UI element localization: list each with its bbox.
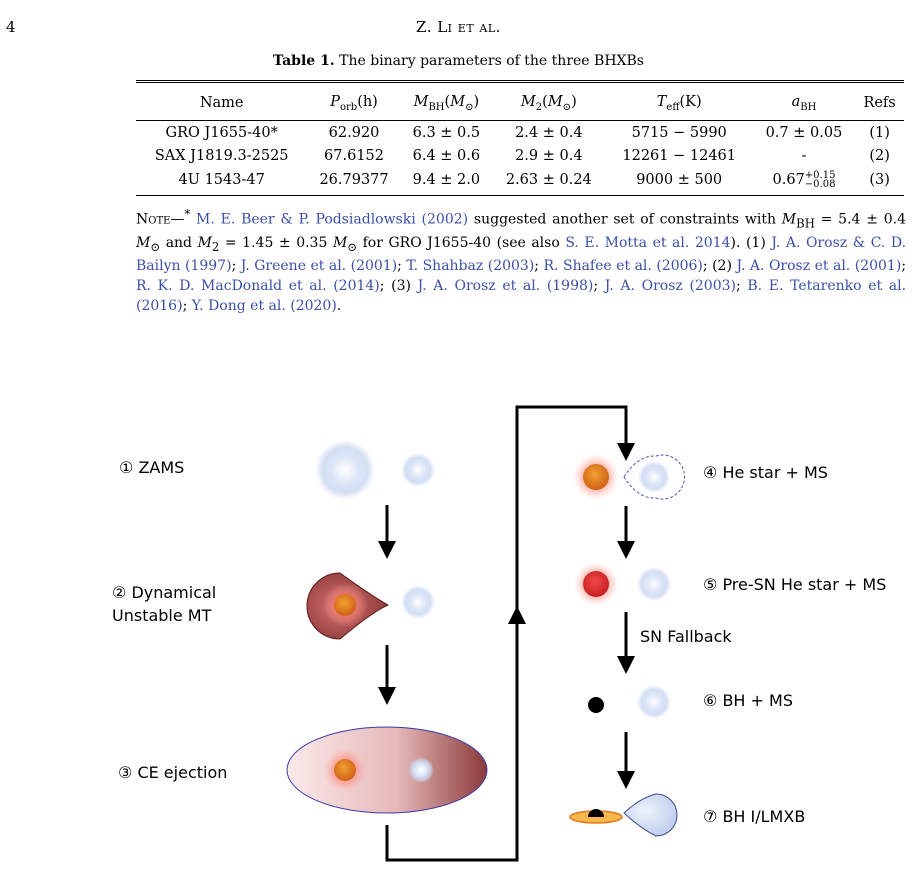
cell-abh: 0.7 ± 0.05 — [765, 124, 843, 141]
cell-refs: (2) — [869, 147, 890, 164]
table-note: Note—* M. E. Beer & P. Podsiadlowski (20… — [136, 207, 907, 314]
page-number: 4 — [6, 18, 16, 36]
stage1-label: ① ZAMS — [119, 458, 184, 477]
cell-refs: (3) — [869, 171, 890, 188]
note-text: suggested another set of constraints wit… — [473, 211, 776, 228]
ref-tetarenko[interactable]: B. E. Tetarenko et al. (2016) — [136, 278, 907, 314]
stage2-label-line2: Unstable MT — [112, 606, 212, 625]
note-mbh: = 5.4 ± 0.4 — [820, 211, 907, 228]
common-envelope — [286, 726, 488, 814]
connector-upper — [515, 405, 635, 622]
cell-mbh: 9.4 ± 2.0 — [412, 171, 481, 188]
cell-m2: 2.63 ± 0.24 — [505, 171, 592, 188]
note-m2: = 1.45 ± 0.35 — [224, 235, 328, 252]
col-mbh: MBH(M⊙) — [400, 81, 493, 121]
col-teff: Teff(K) — [605, 81, 753, 121]
sn-fallback-label: SN Fallback — [640, 627, 732, 646]
he-core — [334, 594, 356, 616]
ms-companion — [637, 567, 671, 601]
col-abh: aBH — [752, 81, 856, 121]
ms-companion — [637, 685, 671, 719]
stage2-label-line1: ② Dynamical — [112, 583, 216, 602]
evolution-diagram: ① ZAMS ② Dynamical Unstable MT ③ CE ejec… — [112, 405, 886, 862]
connector-lower — [385, 606, 526, 862]
abh-value: 0.67 — [772, 171, 805, 188]
cell-refs: (1) — [869, 124, 890, 141]
ref-orosz-1998[interactable]: J. A. Orosz et al. (1998) — [417, 278, 594, 295]
binary-parameters-table: Name Porb(h) MBH(M⊙) M2(M⊙) Teff(K) aBH … — [136, 80, 904, 196]
black-hole — [588, 697, 604, 713]
col-m2: M2(M⊙) — [492, 81, 606, 121]
ref-orosz-2003[interactable]: J. A. Orosz (2003) — [604, 278, 736, 295]
cell-mbh: 6.4 ± 0.6 — [412, 147, 481, 164]
table-row: SAX J1819.3-2525 67.6152 6.4 ± 0.6 2.9 ±… — [136, 144, 904, 167]
table-label: Table 1. — [273, 53, 335, 69]
ref-dong[interactable]: Y. Dong et al. (2020) — [191, 297, 337, 314]
stage4-label: ④ He star + MS — [703, 463, 828, 482]
ref-orosz-1997[interactable]: J. A. Orosz & C. D. Bailyn (1997) — [136, 235, 907, 275]
he-star — [583, 464, 609, 490]
col-refs: Refs — [855, 81, 904, 121]
ms-companion — [638, 461, 670, 493]
table-caption: Table 1. The binary parameters of the th… — [0, 53, 917, 69]
cell-teff: 9000 ± 500 — [636, 171, 723, 188]
donor-star — [623, 793, 678, 837]
cell-name: SAX J1819.3-2525 — [154, 147, 289, 164]
abh-lower: −0.08 — [804, 178, 836, 190]
ref-orosz-2001[interactable]: J. A. Orosz et al. (2001) — [736, 258, 902, 275]
cell-name: 4U 1543-47 — [178, 171, 265, 188]
ref-macdonald[interactable]: R. K. D. MacDonald et al. (2014) — [136, 278, 380, 295]
cell-teff: 12261 − 12461 — [622, 147, 736, 164]
cell-mbh: 6.3 ± 0.5 — [412, 124, 481, 141]
roche-lobe — [623, 454, 686, 500]
note-label: Note— — [136, 211, 185, 228]
cell-m2: 2.9 ± 0.4 — [515, 147, 583, 164]
cell-name: GRO J1655-40* — [165, 124, 278, 141]
ms-companion — [408, 757, 434, 783]
stage5-label: ⑤ Pre-SN He star + MS — [703, 575, 886, 594]
col-name: Name — [136, 81, 308, 121]
table-caption-text: The binary parameters of the three BHXBs — [339, 53, 644, 69]
running-head-authors: Z. Li et al. — [416, 18, 501, 36]
ref-greene[interactable]: J. Greene et al. (2001) — [240, 258, 398, 275]
cell-porb: 67.6152 — [324, 147, 385, 164]
cell-abh: - — [801, 147, 807, 164]
cell-porb: 26.79377 — [319, 171, 389, 188]
ref-beer[interactable]: M. E. Beer & P. Podsiadlowski (2002) — [196, 211, 469, 228]
cell-teff: 5715 − 5990 — [631, 124, 727, 141]
stage6-label: ⑥ BH + MS — [703, 691, 793, 710]
pre-sn-he-star — [583, 571, 609, 597]
table-row: GRO J1655-40* 62.920 6.3 ± 0.5 2.4 ± 0.4… — [136, 120, 904, 144]
abh-upper: +0.15 — [804, 169, 836, 181]
abh-uncertainty: +0.15−0.08 — [804, 169, 836, 190]
ref-motta[interactable]: S. E. Motta et al. 2014 — [565, 235, 731, 252]
stage3-label: ③ CE ejection — [118, 763, 227, 782]
he-core — [334, 759, 356, 781]
cell-porb: 62.920 — [328, 124, 380, 141]
ref-shahbaz[interactable]: T. Shahbaz (2003) — [406, 258, 535, 275]
table-header-row: Name Porb(h) MBH(M⊙) M2(M⊙) Teff(K) aBH … — [136, 81, 904, 121]
stage7-label: ⑦ BH I/LMXB — [703, 807, 805, 826]
note-star: * — [184, 207, 191, 221]
cell-m2: 2.4 ± 0.4 — [515, 124, 583, 141]
ms-companion — [401, 585, 435, 619]
zams-primary-star — [315, 440, 375, 500]
ref-shafee[interactable]: R. Shafee et al. (2006) — [543, 258, 703, 275]
black-hole — [588, 809, 604, 817]
cell-abh: 0.67+0.15−0.08 — [753, 167, 855, 196]
table-row: 4U 1543-47 26.79377 9.4 ± 2.0 2.63 ± 0.2… — [136, 167, 904, 196]
zams-secondary-star — [401, 453, 435, 487]
col-porb: Porb(h) — [307, 81, 401, 121]
